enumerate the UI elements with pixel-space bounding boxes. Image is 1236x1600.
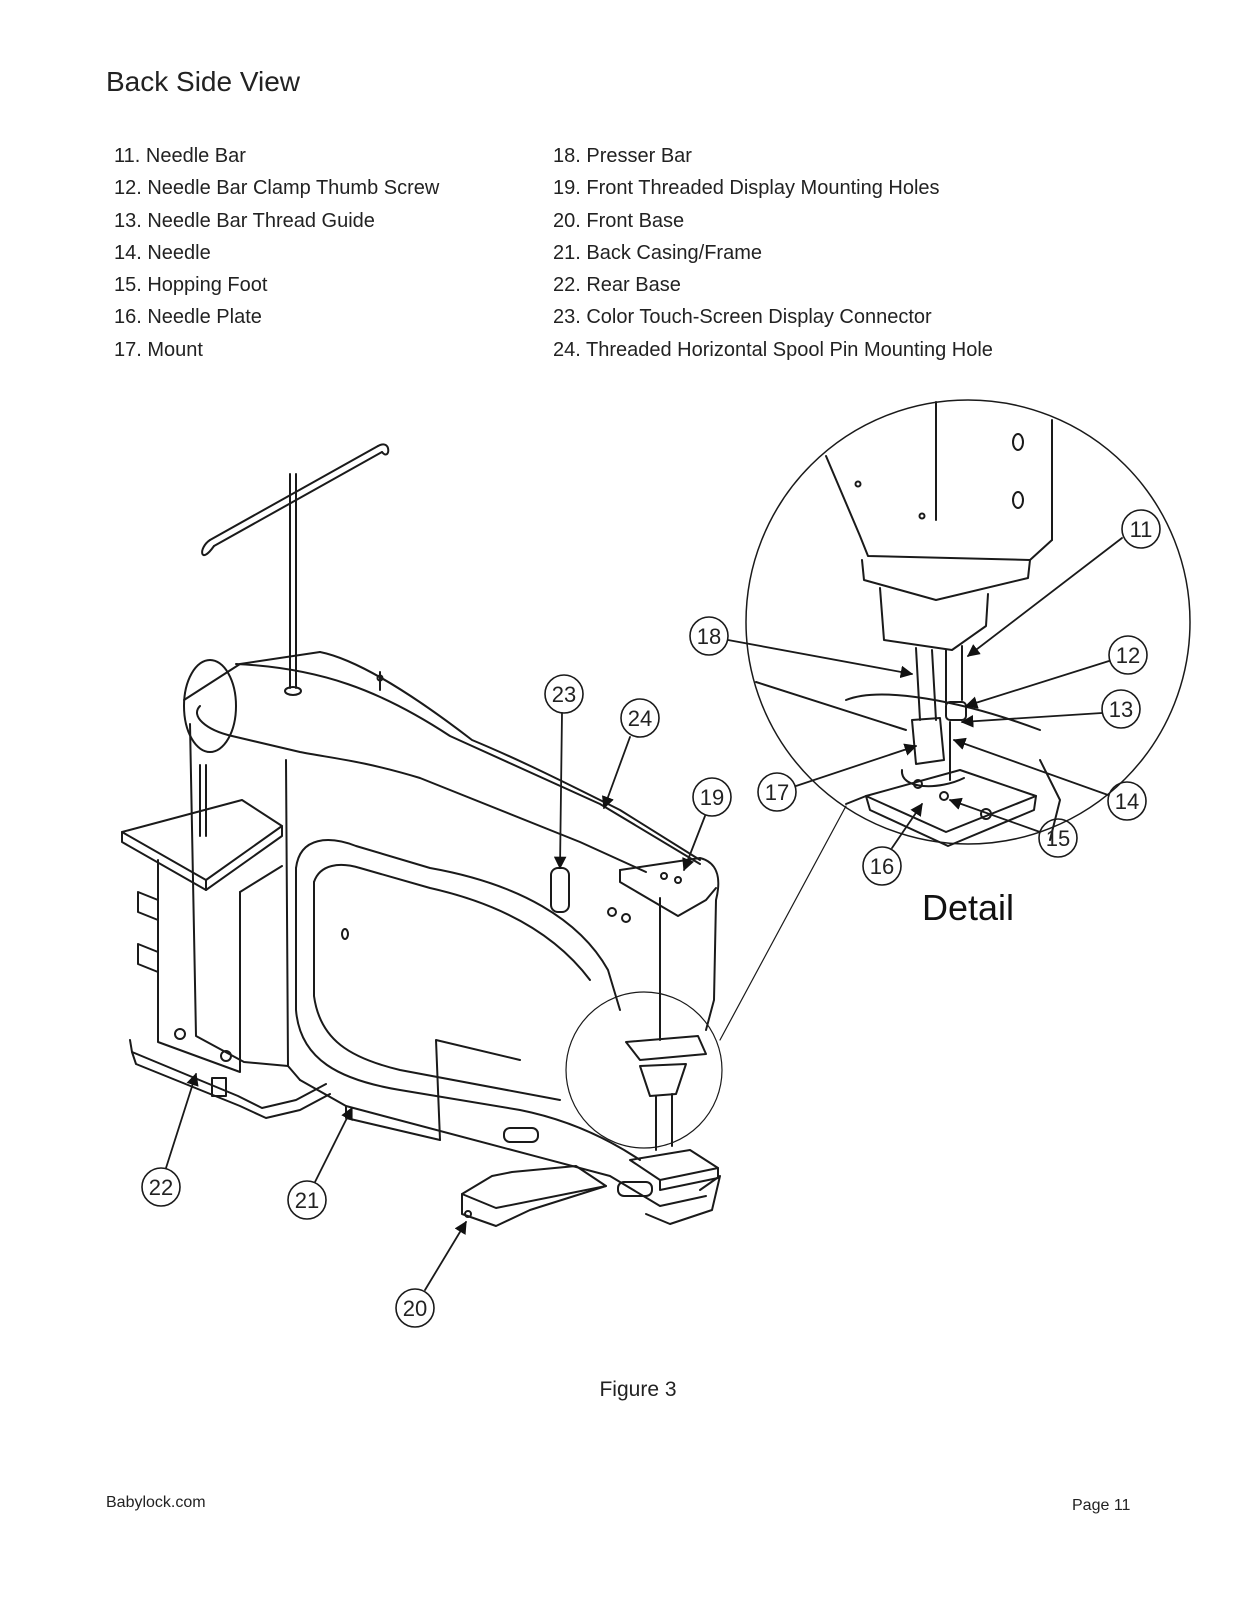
callout-20: 20 — [403, 1296, 427, 1321]
list-item: 12. Needle Bar Clamp Thumb Screw — [114, 177, 440, 200]
callout-18: 18 — [697, 624, 721, 649]
page-title: Back Side View — [106, 66, 301, 97]
list-item: 17. Mount — [114, 338, 203, 361]
list-item: 14. Needle — [114, 241, 211, 264]
leader-arrows — [165, 537, 1123, 1291]
thread-stand — [201, 443, 390, 696]
spool-holder — [121, 764, 283, 1073]
list-item: 15. Hopping Foot — [114, 274, 268, 297]
callout-19: 19 — [700, 785, 724, 810]
list-item: 13. Needle Bar Thread Guide — [114, 209, 375, 232]
callout-22: 22 — [149, 1175, 173, 1200]
callout-16: 16 — [870, 854, 894, 879]
machine-body — [183, 651, 721, 1227]
footer-website: Babylock.com — [106, 1494, 206, 1511]
zoom-connector — [719, 805, 847, 1041]
figure-caption: Figure 3 — [599, 1378, 677, 1401]
detail-label: Detail — [922, 887, 1014, 928]
list-item: 11. Needle Bar — [114, 145, 246, 167]
callout-11: 11 — [1130, 517, 1153, 542]
list-item: 23. Color Touch-Screen Display Connector — [553, 306, 932, 329]
list-item: 18. Presser Bar — [553, 145, 692, 167]
detail-circle — [745, 399, 1191, 845]
parts-list-right: 18. Presser Bar 19. Front Threaded Displ… — [553, 140, 993, 366]
callout-circles — [141, 509, 1161, 1328]
callout-labels: 11 12 13 14 15 16 17 18 19 20 21 22 23 2… — [149, 517, 1153, 1321]
callout-13: 13 — [1109, 697, 1133, 722]
list-item: 19. Front Threaded Display Mounting Hole… — [553, 177, 940, 200]
list-item: 21. Back Casing/Frame — [553, 241, 762, 264]
zoom-circle — [565, 991, 723, 1149]
list-item: 16. Needle Plate — [114, 306, 262, 329]
rear-base — [129, 1039, 331, 1119]
list-item: 20. Front Base — [553, 209, 685, 232]
callout-23: 23 — [552, 682, 576, 707]
list-item: 24. Threaded Horizontal Spool Pin Mounti… — [553, 338, 993, 361]
callout-14: 14 — [1115, 789, 1139, 814]
page-number: Page 11 — [1072, 1497, 1131, 1514]
callout-17: 17 — [765, 780, 789, 805]
callout-12: 12 — [1116, 643, 1140, 668]
parts-list-left: 11. Needle Bar 12. Needle Bar Clamp Thum… — [114, 140, 439, 366]
callout-24: 24 — [628, 706, 652, 731]
callout-15: 15 — [1046, 826, 1070, 851]
callout-21: 21 — [295, 1188, 319, 1213]
detail-drawing — [755, 401, 1061, 847]
list-item: 22. Rear Base — [553, 274, 681, 297]
